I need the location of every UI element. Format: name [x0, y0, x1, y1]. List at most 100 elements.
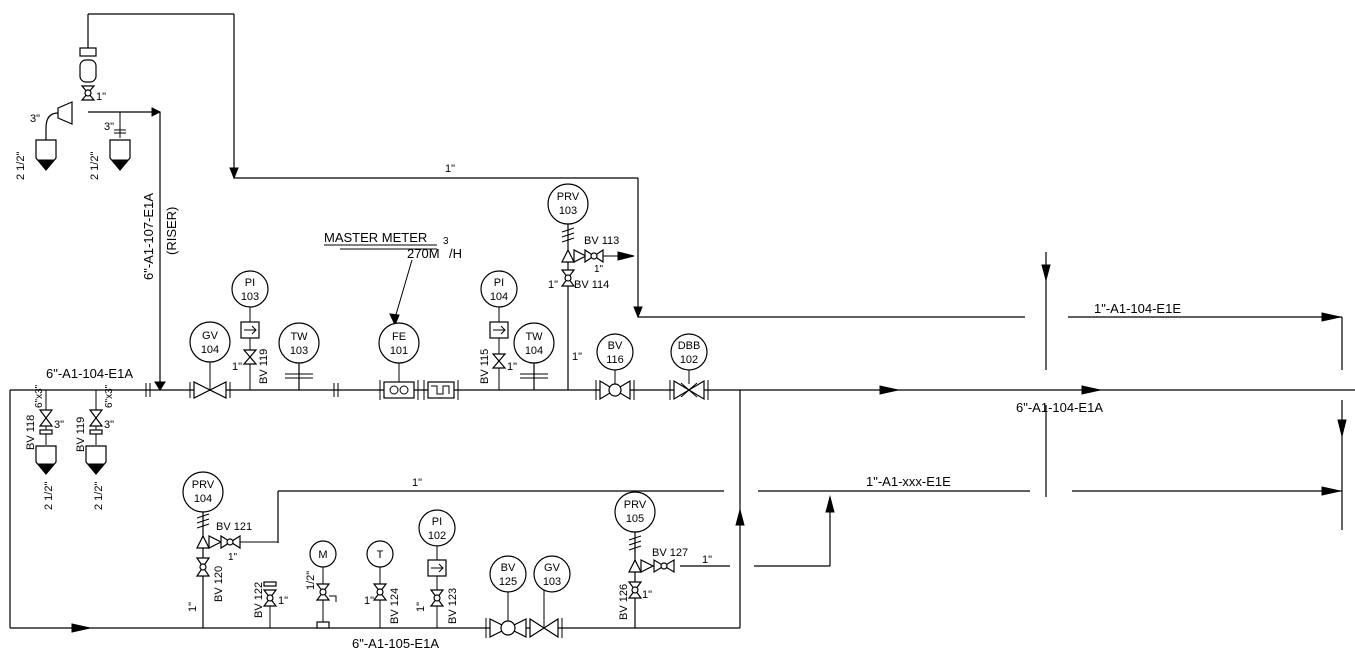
valve-icon: [266, 594, 274, 602]
elbow: [45, 112, 59, 140]
instrument-pi103: PI 103: [231, 270, 269, 308]
ball-valve-icon: [608, 383, 622, 397]
svg-text:105: 105: [626, 513, 644, 525]
pipe-network: [9, 13, 1355, 629]
meter-flow-unit: /H: [449, 246, 462, 261]
instrument-tw104: TW 104: [513, 322, 555, 364]
bv114-label: BV 114: [574, 279, 609, 291]
svg-text:BV: BV: [501, 562, 516, 574]
reducer-label: 6"x3": [34, 384, 45, 408]
valve-icon: [88, 409, 104, 427]
svg-text:GV: GV: [544, 562, 561, 574]
relief-valve-icon: [628, 558, 642, 573]
size-label: 1/2": [305, 571, 317, 590]
bv120-label: BV 120: [213, 566, 225, 602]
reducer-icon: [57, 101, 73, 125]
bv119-mid-label: BV 119: [258, 349, 270, 384]
svg-text:PI: PI: [494, 277, 504, 289]
arrow-icon: [617, 251, 635, 261]
instrument-pi102: PI 102: [418, 509, 456, 547]
flow-element-icon: [383, 381, 415, 399]
top-run-size: 1": [445, 163, 455, 175]
svg-text:PI: PI: [432, 516, 442, 528]
bv123-label: BV 123: [447, 588, 459, 624]
svg-text:PRV: PRV: [624, 499, 647, 511]
bv126-label: BV 126: [618, 584, 630, 620]
size-label: 2 1/2": [89, 152, 101, 180]
meter-flow-value: 270M: [407, 246, 440, 261]
valve-icon: [376, 588, 384, 596]
size-label: 1": [642, 589, 652, 601]
master-meter-callout: MASTER METER 270M 3 /H: [324, 230, 462, 327]
snubber-icon: [493, 325, 506, 335]
hatch: [628, 540, 642, 546]
arrow-icon: [735, 508, 745, 526]
bv113-label: BV 113: [584, 235, 619, 247]
valve-icon: [242, 349, 258, 365]
svg-text:102: 102: [428, 530, 446, 542]
relief-valve-icon: [573, 249, 588, 263]
arrow-icon: [825, 495, 835, 513]
svg-text:103: 103: [241, 291, 259, 303]
size-label: 2 1/2": [93, 482, 105, 510]
valve-icon: [564, 274, 572, 282]
instrument-fe101: FE 101: [378, 322, 420, 364]
svg-text:103: 103: [290, 345, 308, 357]
main-line-fittings: [145, 362, 709, 401]
main-line-label: 6"-A1-104-E1A: [46, 366, 133, 381]
leader-line: [394, 259, 413, 319]
instrument-dbb102: DBB 102: [670, 333, 708, 371]
valve-icon: [660, 562, 668, 570]
mid-run-size: 1": [412, 477, 422, 489]
hatch: [561, 232, 575, 238]
flange: [263, 581, 277, 587]
svg-text:103: 103: [559, 205, 577, 217]
riser-note: (RISER): [164, 207, 179, 255]
instrument-tw103: TW 103: [278, 322, 320, 364]
arrow-icon: [1321, 312, 1341, 322]
size-label: 3": [104, 121, 114, 133]
cap-icon: [316, 621, 330, 629]
arrow-icon: [1337, 419, 1347, 437]
arrow-icon: [71, 623, 91, 633]
svg-text:104: 104: [194, 493, 212, 505]
svg-text:104: 104: [201, 344, 219, 356]
size-label: 1": [364, 595, 374, 607]
size-label: 1": [702, 554, 712, 566]
vent-icon: [329, 595, 337, 602]
size-label: 1": [278, 595, 288, 607]
svg-text:TW: TW: [525, 331, 543, 343]
prv103-assembly: BV 113 1" 1" BV 114 1": [548, 227, 619, 363]
riser-top-assembly: 1" 3" 3" 2 1/2" 2 1/2": [15, 47, 131, 180]
arrow-icon: [1081, 385, 1101, 395]
valve-icon: [631, 586, 639, 594]
upper-branch-label: 1"-A1-104-E1E: [1094, 301, 1181, 316]
bv122-label: BV 122: [253, 582, 265, 618]
valve-icon: [38, 409, 54, 427]
size-label: 3": [54, 419, 64, 431]
instrument-bv125: BV 125: [489, 555, 527, 593]
main-line-label-right: 6"-A1-104-E1A: [1016, 400, 1103, 415]
snubber-icon: [431, 563, 444, 573]
valve-icon: [319, 588, 327, 596]
bv127-label: BV 127: [652, 547, 688, 559]
svg-text:TW: TW: [290, 331, 308, 343]
bv124-label: BV 124: [389, 588, 401, 624]
size-label: 1": [548, 279, 558, 291]
meter-flow-exp: 3: [443, 236, 449, 247]
svg-text:T: T: [377, 549, 384, 561]
dbb-valve-icon: [680, 382, 698, 398]
svg-text:PRV: PRV: [557, 191, 580, 203]
instrument-prv104: PRV 104: [182, 471, 224, 513]
instrument-m: M: [309, 540, 337, 568]
size-label: 1": [232, 361, 242, 373]
bv121-label: BV 121: [216, 521, 252, 533]
size-label: 3": [104, 419, 114, 431]
svg-text:BV: BV: [608, 340, 623, 352]
arrow-icon: [1321, 486, 1341, 496]
svg-text:DBB: DBB: [678, 340, 701, 352]
hatch: [196, 523, 210, 529]
hatch: [628, 545, 642, 551]
strainer-icon: [431, 385, 450, 395]
drain-cone-icon: [36, 159, 56, 171]
